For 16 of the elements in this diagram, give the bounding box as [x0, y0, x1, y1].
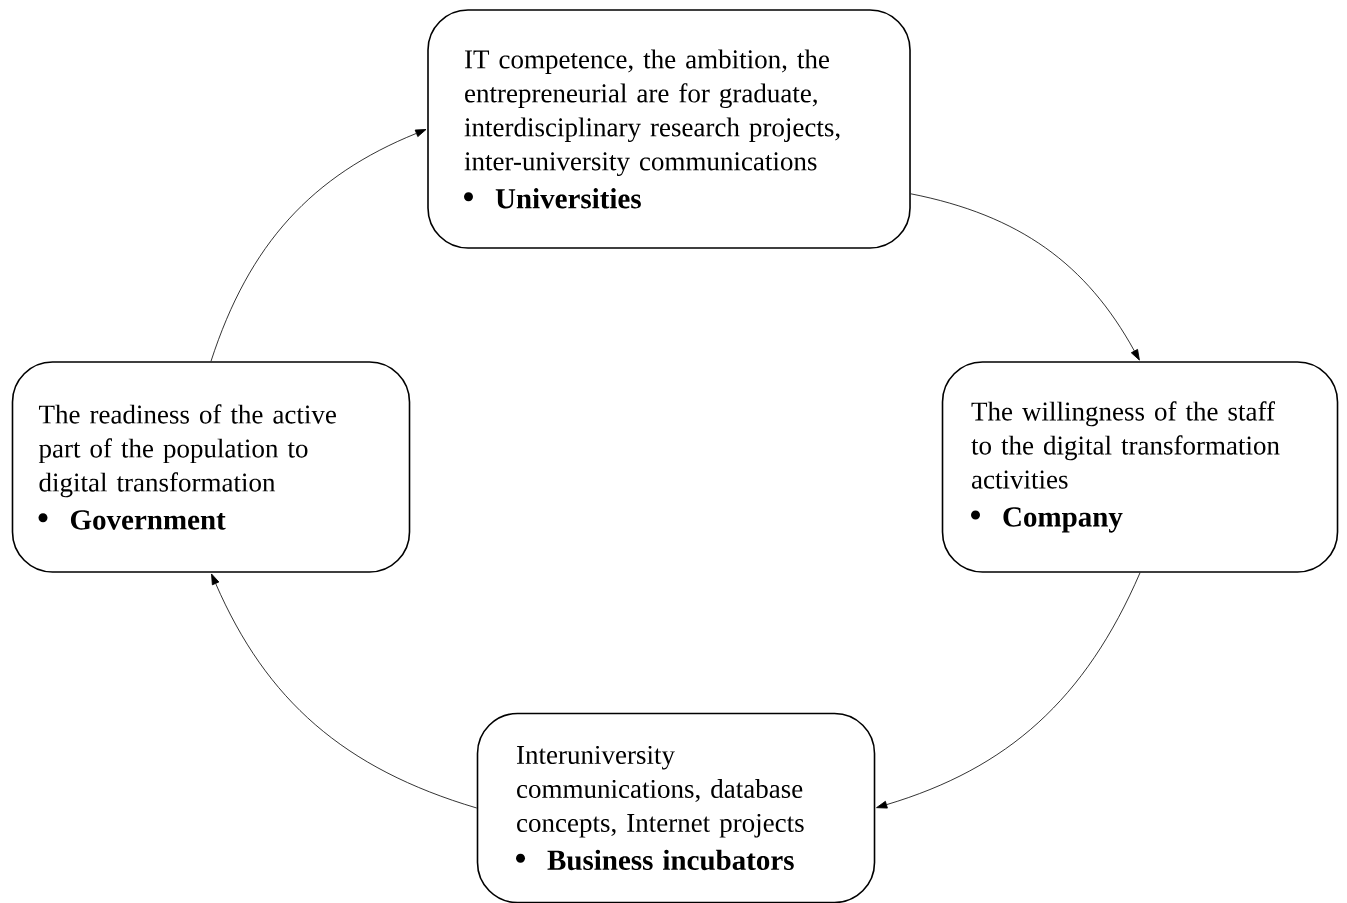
rounded-box	[476, 712, 876, 903]
heading-text: Company	[1003, 507, 1123, 533]
curved-arrow	[211, 573, 478, 809]
heading-text: Universities	[495, 188, 641, 209]
curved-arrow	[210, 129, 427, 362]
heading-text: Business incubators	[547, 849, 794, 871]
heading-text: Government	[70, 510, 226, 530]
body-text: The willingness of the staff to the digital transformation activities	[971, 401, 1280, 489]
body-text: The readiness of the active part of the population to digital transformation	[38, 404, 336, 498]
curved-arrow	[910, 193, 1140, 361]
curved-arrow	[876, 572, 1141, 809]
body-text: IT competence, the ambition, the entrepreneurial are for graduate, interdisciplinary research projects, inter-university communications	[464, 49, 840, 177]
rounded-box	[11, 361, 411, 573]
rounded-box	[941, 361, 1339, 573]
body-text: Interuniversity communications, database concepts, Internet projects	[517, 745, 804, 838]
rounded-box	[427, 9, 911, 249]
